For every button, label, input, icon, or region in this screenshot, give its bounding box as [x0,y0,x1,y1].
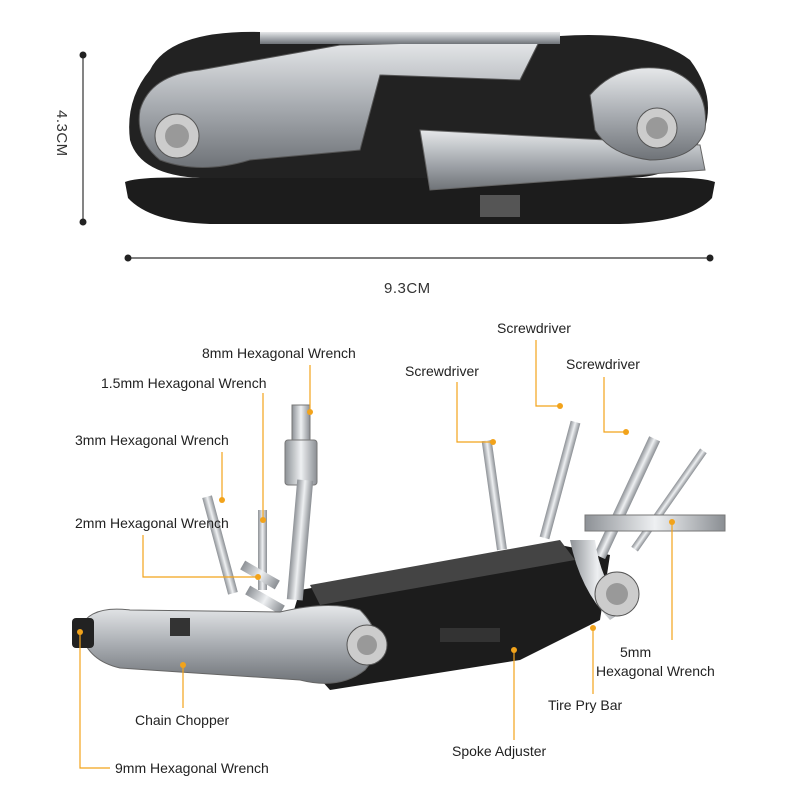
folded-tool [125,31,715,224]
height-dimension-line [79,51,87,226]
label-5mm-hex-wrench: Hexagonal Wrench [596,663,715,679]
label-5mm: 5mm [620,644,652,660]
label-screwdriver-1: Screwdriver [405,363,479,379]
label-tire-pry-bar: Tire Pry Bar [548,697,623,713]
label-9mm-hex-wrench: 9mm Hexagonal Wrench [115,760,269,776]
width-dimension-line [124,254,714,262]
height-dimension-label: 4.3CM [53,110,70,157]
label-1-5mm-hex-wrench: 1.5mm Hexagonal Wrench [101,375,267,391]
label-screwdriver-3: Screwdriver [566,356,640,372]
width-dimension-label: 9.3CM [384,280,431,297]
label-screwdriver-2: Screwdriver [497,320,571,336]
label-chain-chopper: Chain Chopper [135,712,230,728]
leader-dots [77,403,675,668]
label-2mm-hex-wrench: 2mm Hexagonal Wrench [75,515,229,531]
label-3mm-hex-wrench: 3mm Hexagonal Wrench [75,432,229,448]
unfolded-tool [72,404,726,690]
leader-lines [79,340,673,769]
label-spoke-adjuster: Spoke Adjuster [452,743,547,759]
label-8mm-hex-wrench: 8mm Hexagonal Wrench [202,345,356,361]
